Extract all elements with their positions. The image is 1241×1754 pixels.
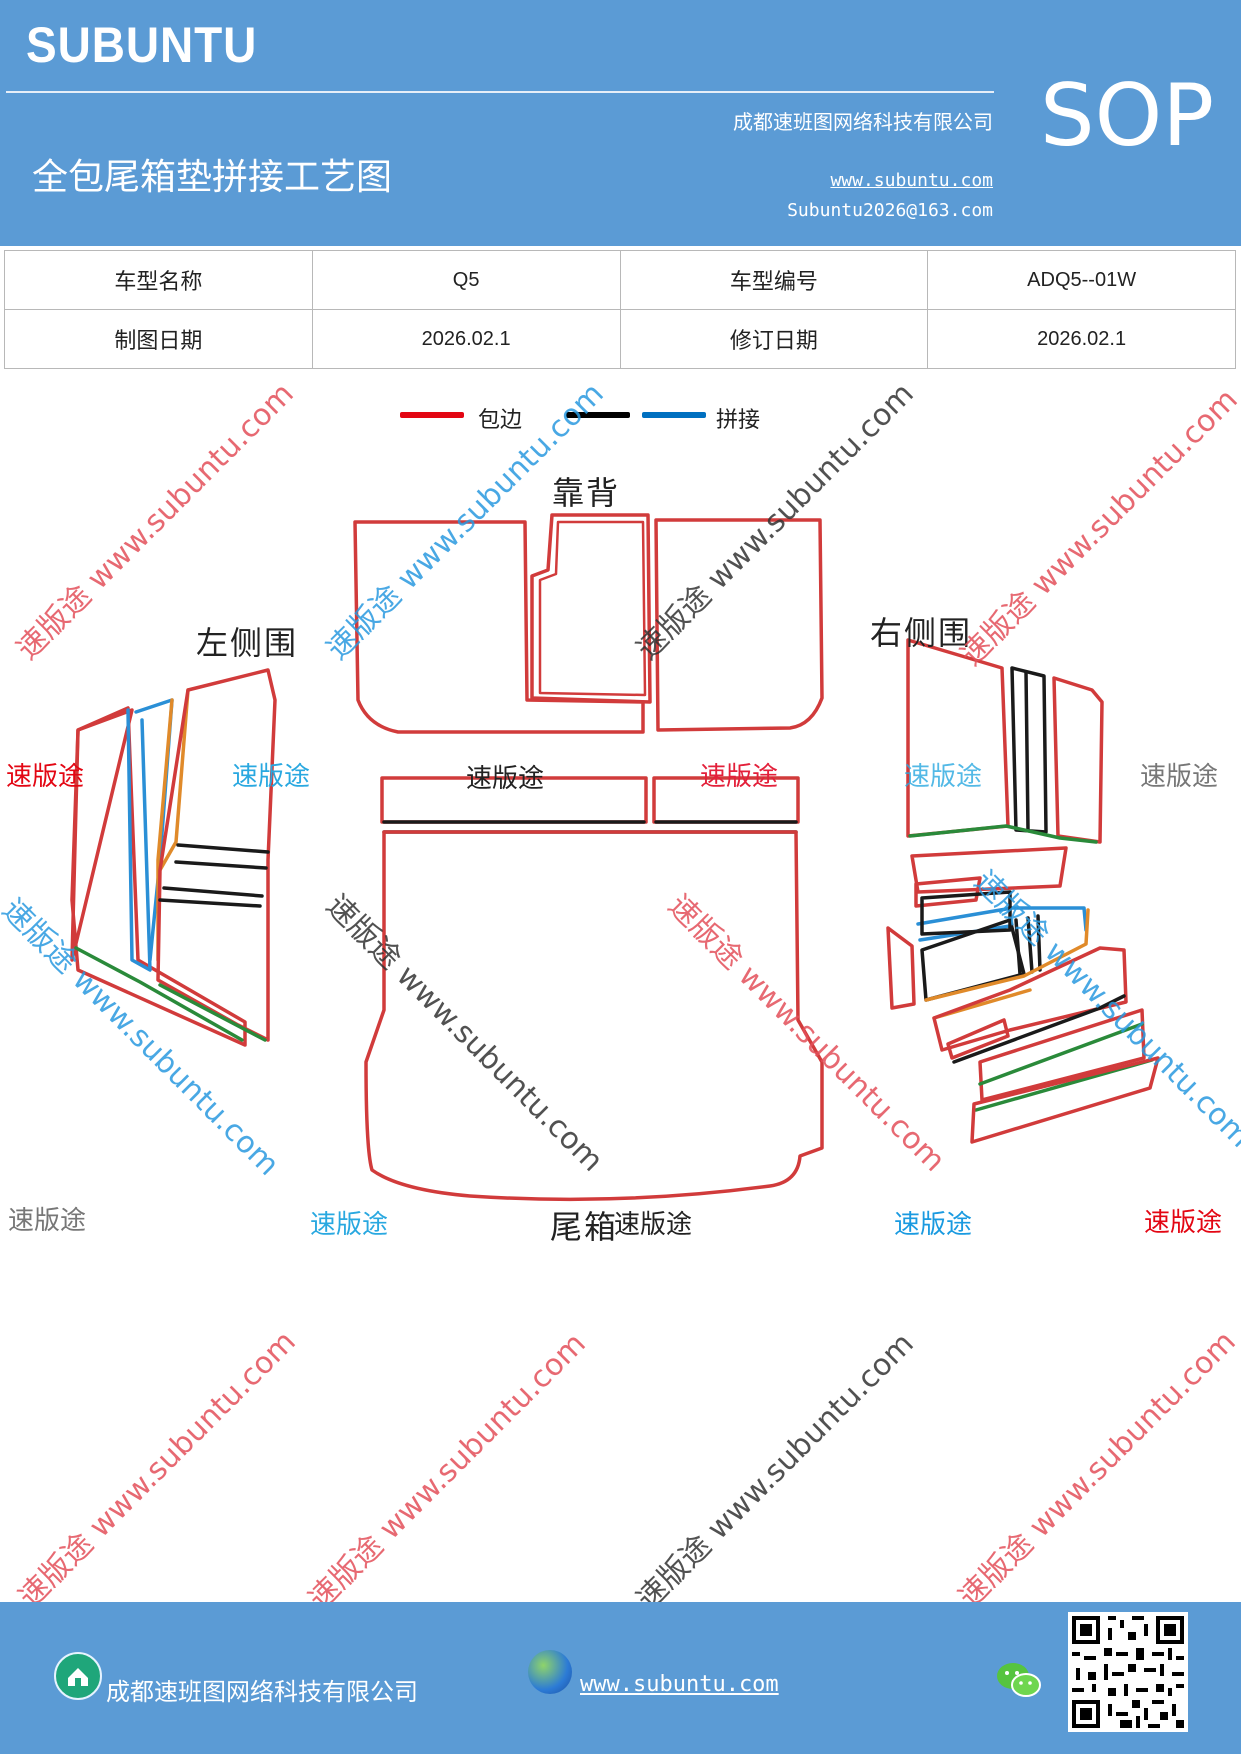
qr-code — [1068, 1612, 1188, 1732]
right-side-centre — [920, 918, 1026, 1002]
home-icon — [54, 1652, 102, 1700]
trunk-pieces — [364, 776, 824, 1202]
revise-date-value: 2026.02.1 — [927, 309, 1236, 369]
revise-date-label: 修订日期 — [619, 309, 929, 369]
watermark-text: 速版途 — [894, 1210, 973, 1240]
trunk-front-strip-right — [652, 776, 800, 824]
left-side-green — [74, 946, 267, 1042]
draw-date-value: 2026.02.1 — [311, 309, 621, 369]
document-title: 全包尾箱垫拼接工艺图 — [32, 157, 393, 198]
footer-company: 成都速班图网络科技有限公司 — [106, 1678, 418, 1706]
right-side-strip-1 — [1010, 666, 1048, 834]
backrest-pieces — [353, 513, 824, 734]
backrest-middle-inner — [538, 520, 647, 697]
table-row: 车型名称 Q5 车型编号 ADQ5--01W — [4, 250, 1236, 310]
sop-badge: SOP — [1040, 66, 1215, 166]
model-name-value: Q5 — [311, 250, 621, 310]
region-label-right-side: 右侧围 — [870, 614, 973, 652]
left-side-blue-1 — [126, 708, 152, 972]
legend-red-line — [400, 412, 464, 418]
watermark-text: 速版途 — [700, 762, 779, 792]
right-side-tall — [1052, 676, 1104, 844]
right-side-black-box — [920, 890, 1012, 936]
right-side-left-tab — [886, 926, 916, 1010]
footer-website-link[interactable]: www.subuntu.com — [580, 1672, 779, 1697]
footer-banner: 成都速班图网络科技有限公司 www.subuntu.com — [0, 1602, 1241, 1754]
globe-icon — [528, 1650, 572, 1694]
right-side-tail — [970, 1056, 1160, 1144]
left-side-black-1 — [158, 843, 270, 908]
left-side-upper — [156, 668, 277, 1042]
legend-black-line — [566, 412, 630, 418]
right-side-stripes — [1014, 914, 1042, 976]
model-code-value: ADQ5--01W — [927, 250, 1236, 310]
watermark-text: 速版途 — [310, 1210, 389, 1240]
company-name: 成都速班图网络科技有限公司 — [733, 110, 993, 134]
website-link[interactable]: www.subuntu.com — [830, 170, 993, 191]
region-label-backrest: 靠背 — [552, 474, 621, 512]
trunk-front-strip-left — [380, 776, 648, 824]
watermark-text: 速版途 — [8, 1206, 87, 1236]
right-side-black-curve — [952, 994, 1126, 1064]
right-side-mid-small — [914, 876, 982, 908]
right-side-green-1 — [908, 824, 1098, 844]
right-side-top — [906, 638, 1010, 838]
backrest-right-piece — [654, 518, 824, 732]
watermark-text: 速版途 — [232, 762, 311, 792]
left-side-outer — [70, 708, 134, 962]
right-side-low-piece — [932, 946, 1128, 1052]
right-side-red-slash — [946, 1018, 1010, 1060]
header-banner: SUBUNTU 成都速班图网络科技有限公司 全包尾箱垫拼接工艺图 www.sub… — [0, 0, 1241, 246]
region-label-left-side: 左侧围 — [196, 624, 299, 662]
watermark-text: 速版途 — [466, 764, 545, 794]
model-name-label: 车型名称 — [4, 250, 313, 310]
watermark-text: 速版途 — [614, 1210, 693, 1240]
right-side-bottom — [978, 1008, 1146, 1102]
legend: 包边 拼接 — [400, 402, 860, 442]
watermark-text: 速版途 — [6, 762, 85, 792]
trunk-main-floor — [364, 830, 824, 1202]
vehicle-info-table: 车型名称 Q5 车型编号 ADQ5--01W 制图日期 2026.02.1 修订… — [4, 250, 1236, 369]
left-side-pieces — [70, 668, 277, 1047]
right-side-pieces — [886, 638, 1160, 1144]
right-side-strip-2 — [1024, 670, 1030, 832]
backrest-middle-piece — [530, 513, 652, 704]
legend-label-splice: 拼接 — [716, 408, 761, 433]
left-side-orange — [156, 688, 190, 962]
watermark-text: 速版途 — [1144, 1208, 1223, 1238]
model-code-label: 车型编号 — [619, 250, 929, 310]
right-side-mid-1 — [910, 846, 1068, 894]
wechat-icon[interactable] — [996, 1660, 1042, 1704]
draw-date-label: 制图日期 — [4, 309, 313, 369]
legend-blue-line — [642, 412, 706, 418]
header-divider — [6, 91, 994, 93]
region-label-trunk: 尾箱 — [550, 1208, 619, 1246]
watermark-text: 速版途 — [1140, 762, 1219, 792]
email-address[interactable]: Subuntu2026@163.com — [787, 200, 993, 221]
table-row: 制图日期 2026.02.1 修订日期 2026.02.1 — [4, 309, 1236, 369]
watermark-text: 速版途 — [904, 762, 983, 792]
legend-label-edging: 包边 — [478, 408, 523, 433]
brand-logo: SUBUNTU — [26, 17, 258, 73]
